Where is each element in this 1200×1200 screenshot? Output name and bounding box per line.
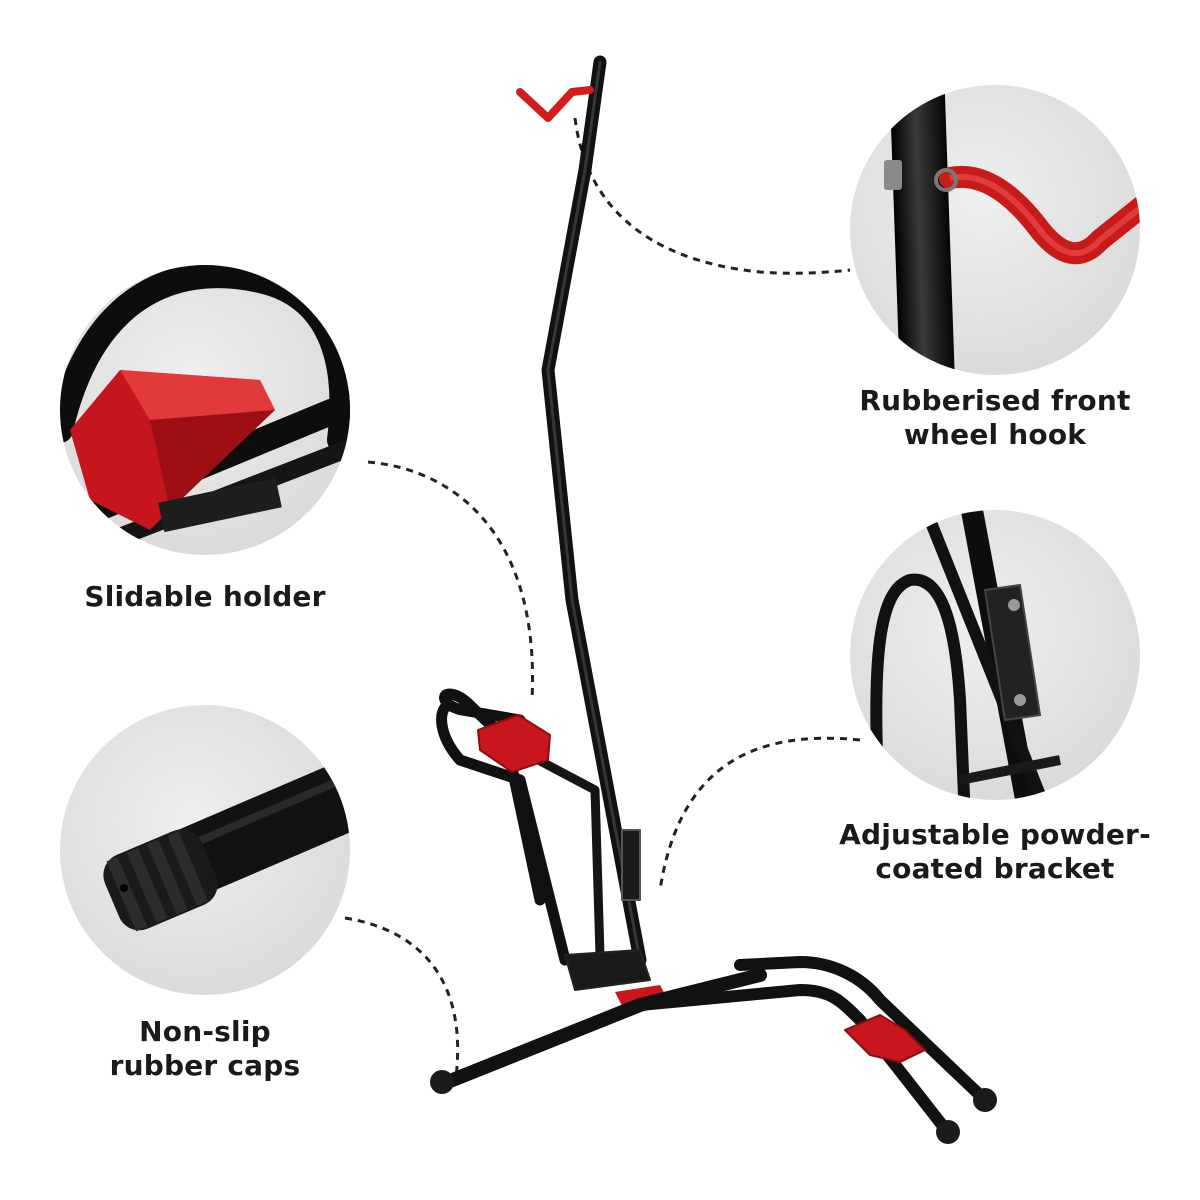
stand-end-cap-right-1 [936, 1120, 960, 1144]
zoom-circle-bracket [850, 510, 1140, 800]
caption-wheel-hook: Rubberised front wheel hook [859, 384, 1131, 451]
zoom-circle-slidable-holder [60, 265, 350, 555]
connector-holder [367, 460, 535, 701]
connector-bracket [658, 736, 861, 891]
stand-hook [516, 86, 594, 122]
caption-rubber-caps: Non-slip rubber caps [109, 1015, 301, 1082]
connector-hook [573, 117, 851, 275]
caption-bracket: Adjustable powder- coated bracket [839, 818, 1151, 885]
stand-rear-holder [844, 1014, 926, 1063]
stand-front-holder [477, 714, 551, 773]
stand-end-cap-left [430, 1070, 454, 1094]
zoom-circle-wheel-hook [850, 85, 1140, 375]
stand-end-cap-right-2 [973, 1088, 997, 1112]
zoom-circle-rubber-caps [60, 705, 350, 995]
connector-caps [344, 916, 460, 1086]
caption-slidable-holder: Slidable holder [84, 580, 326, 613]
bike-stand [430, 55, 997, 1144]
